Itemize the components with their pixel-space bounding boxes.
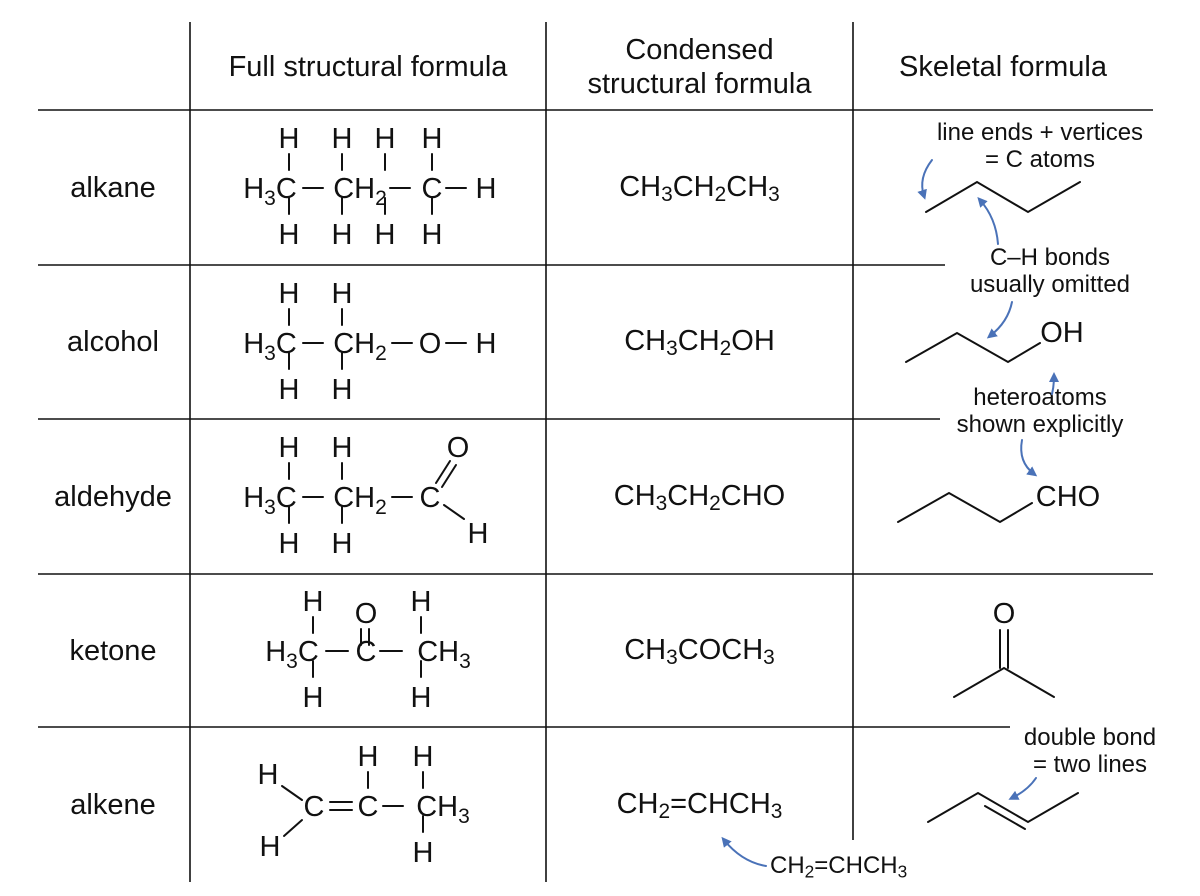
skeletal-alkene-db	[984, 805, 1026, 830]
note-double-bond-2: = two lines	[1032, 751, 1148, 778]
skeletal-alcohol	[905, 331, 1041, 364]
alcohol-o: O	[419, 328, 442, 360]
condensed-ketone: CH3COCH3	[624, 634, 775, 670]
aldehyde-h: H	[468, 518, 489, 550]
alcohol-ch2: CH2	[333, 328, 387, 365]
alkane-h-top-1: H	[332, 123, 353, 155]
aldehyde-h-bot-1: H	[332, 528, 353, 560]
note-ch-bonds-1: C–H bonds	[989, 244, 1111, 271]
alkane-h-end: H	[476, 173, 497, 205]
note-ch-bonds-2: usually omitted	[969, 271, 1131, 298]
ketone-h-top-1: H	[411, 586, 432, 618]
arrow-line-ends	[917, 159, 933, 200]
row-label-alcohol: alcohol	[67, 326, 159, 358]
ketone-h3c: H3C	[265, 636, 319, 673]
alcohol-h-bot-1: H	[332, 374, 353, 406]
alkene-ch-ul	[281, 785, 303, 801]
row-label-aldehyde: aldehyde	[54, 481, 172, 513]
aldehyde-o: O	[447, 432, 470, 464]
skeletal-ketone-o: O	[993, 598, 1016, 630]
aldehyde-h-bot-0: H	[279, 528, 300, 560]
alcohol-h-top-0: H	[279, 278, 300, 310]
ketone-h-bot-1: H	[411, 682, 432, 714]
alcohol-h: H	[476, 328, 497, 360]
arrow-heteroatoms-2	[1020, 439, 1038, 477]
skeletal-aldehyde-cho: CHO	[1036, 481, 1100, 513]
skeletal-alkene	[927, 791, 1079, 824]
header-condensed-line1: Condensed	[625, 34, 774, 66]
aldehyde-h-top-1: H	[332, 432, 353, 464]
note-double-bond-1: double bond	[1023, 724, 1157, 751]
skeletal-alcohol-oh: OH	[1040, 317, 1084, 349]
alkene-h-top-1: H	[413, 741, 434, 773]
note-heteroatoms: heteroatoms shown explicitly	[935, 384, 1145, 438]
alkane-h-bot-1: H	[332, 219, 353, 251]
note-heteroatoms-1: heteroatoms	[973, 384, 1107, 411]
condensed-aldehyde: CH3CH2CHO	[613, 480, 786, 516]
alkane-h-bot-2: H	[422, 219, 443, 251]
alkane-h-bot-0: H	[279, 219, 300, 251]
note-line-ends-1: line ends + vertices	[936, 119, 1144, 146]
note-ch-bonds: C–H bonds usually omitted	[940, 244, 1160, 298]
row-label-alkane: alkane	[70, 172, 156, 204]
alkene-h-ul: H	[258, 759, 279, 791]
ketone-h-top-0: H	[303, 586, 324, 618]
skeletal-ketone	[953, 666, 1055, 698]
alcohol-h-top-1: H	[332, 278, 353, 310]
alkene-c2: C	[358, 791, 379, 823]
row-label-alkene: alkene	[70, 789, 156, 821]
ketone-ch3: CH3	[417, 636, 471, 673]
ketone-c: C	[356, 636, 377, 668]
ketone-o: O	[355, 598, 378, 630]
note-line-ends-2: = C atoms	[984, 146, 1096, 173]
alkane-h-bot-3: H	[375, 219, 396, 251]
arrow-double-bond	[1008, 777, 1037, 800]
aldehyde-h-top-0: H	[279, 432, 300, 464]
aldehyde-ch	[443, 504, 465, 520]
alkene-h-ll: H	[260, 831, 281, 863]
alkene-ch3: CH3	[416, 791, 470, 828]
aldehyde-c: C	[420, 482, 441, 514]
alkane-ch2: CH2	[333, 173, 387, 210]
alcohol-h3c: H3C	[243, 328, 297, 365]
alkene-ch-ll	[283, 819, 303, 837]
note-double-bond: double bond = two lines	[1005, 724, 1175, 778]
header-skeletal: Skeletal formula	[899, 51, 1107, 83]
note-heteroatoms-2: shown explicitly	[956, 411, 1124, 438]
header-condensed: Condensed structural formula	[546, 33, 853, 101]
skeletal-aldehyde	[897, 491, 1033, 524]
condensed-alkene: CH2=CHCH3	[616, 788, 783, 824]
alkene-h-bot-1: H	[413, 837, 434, 869]
alkene-h-top-0: H	[358, 741, 379, 773]
alkane-h-top-3: H	[375, 123, 396, 155]
arrow-heteroatoms-1	[1048, 372, 1059, 395]
condensed-alcohol: CH3CH2OH	[624, 325, 775, 361]
aldehyde-ch2: CH2	[333, 482, 387, 519]
condensed-alkene-alt: CH2=CHCH3	[770, 852, 908, 882]
ketone-h-bot-0: H	[303, 682, 324, 714]
alkane-h3c: H3C	[243, 173, 297, 210]
aldehyde-h3c: H3C	[243, 482, 297, 519]
alkane-h-top-2: H	[422, 123, 443, 155]
condensed-alkane: CH3CH2CH3	[619, 171, 780, 207]
arrow-alt-alkene	[721, 836, 767, 867]
header-full-structural: Full structural formula	[228, 51, 508, 83]
header-condensed-line2: structural formula	[587, 68, 812, 100]
skeletal-alkane	[925, 180, 1081, 214]
row-label-ketone: ketone	[69, 635, 157, 667]
alkane-c4: C	[422, 173, 443, 205]
alkane-h-top-0: H	[279, 123, 300, 155]
note-line-ends: line ends + vertices = C atoms	[905, 119, 1175, 173]
alkene-c1: C	[304, 791, 325, 823]
alcohol-h-bot-0: H	[279, 374, 300, 406]
arrow-ch-bonds-2	[986, 301, 1013, 339]
arrow-ch-bonds-1	[977, 197, 999, 245]
aldehyde-co-2	[441, 464, 457, 488]
aldehyde-co-1	[435, 460, 451, 484]
